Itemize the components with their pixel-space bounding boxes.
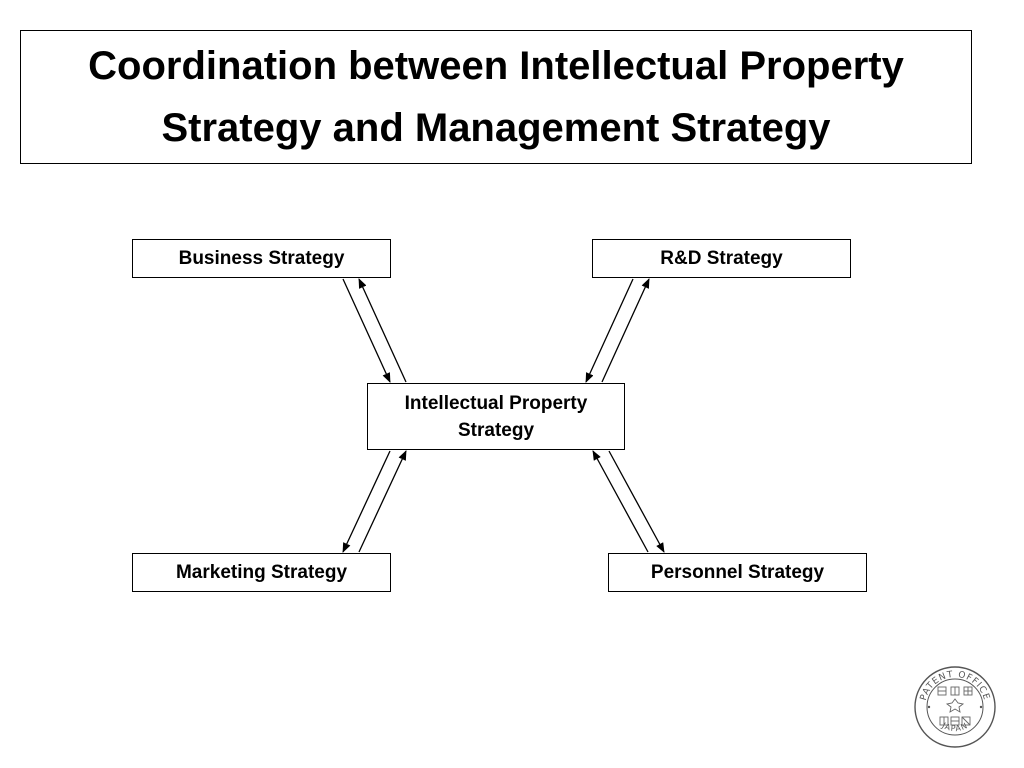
node-ip-label-line2: Strategy <box>457 419 535 441</box>
node-rd-label: R&D Strategy <box>660 248 783 269</box>
arrow-rd-to-ip <box>585 278 634 383</box>
arrow-marketing-to-ip <box>358 450 407 553</box>
node-business-strategy: Business Strategy <box>132 239 391 278</box>
node-personnel-label: Personnel Strategy <box>650 562 825 583</box>
title-line-2: Strategy and Management Strategy <box>161 106 831 150</box>
arrow-business-to-ip <box>342 278 391 383</box>
svg-text:JAPAN: JAPAN <box>940 720 970 733</box>
svg-text:PATENT OFFICE: PATENT OFFICE <box>919 670 991 702</box>
arrow-personnel-to-ip <box>592 450 649 553</box>
node-marketing-strategy: Marketing Strategy <box>132 553 391 592</box>
node-personnel-strategy: Personnel Strategy <box>608 553 867 592</box>
title-box: Coordination between Intellectual Proper… <box>20 30 972 164</box>
node-rd-strategy: R&D Strategy <box>592 239 851 278</box>
arrow-ip-to-personnel <box>608 450 665 553</box>
arrow-ip-to-business <box>358 278 407 383</box>
title-line-1: Coordination between Intellectual Proper… <box>88 44 904 88</box>
node-business-label: Business Strategy <box>178 248 345 269</box>
node-marketing-label: Marketing Strategy <box>175 562 348 583</box>
arrow-ip-to-rd <box>601 278 650 383</box>
node-ip-label-line1: Intellectual Property <box>404 392 588 414</box>
patent-office-seal-icon: PATENT OFFICE JAPAN <box>914 666 996 748</box>
node-ip-strategy: Intellectual Property Strategy <box>367 383 625 450</box>
arrow-ip-to-marketing <box>342 450 391 553</box>
